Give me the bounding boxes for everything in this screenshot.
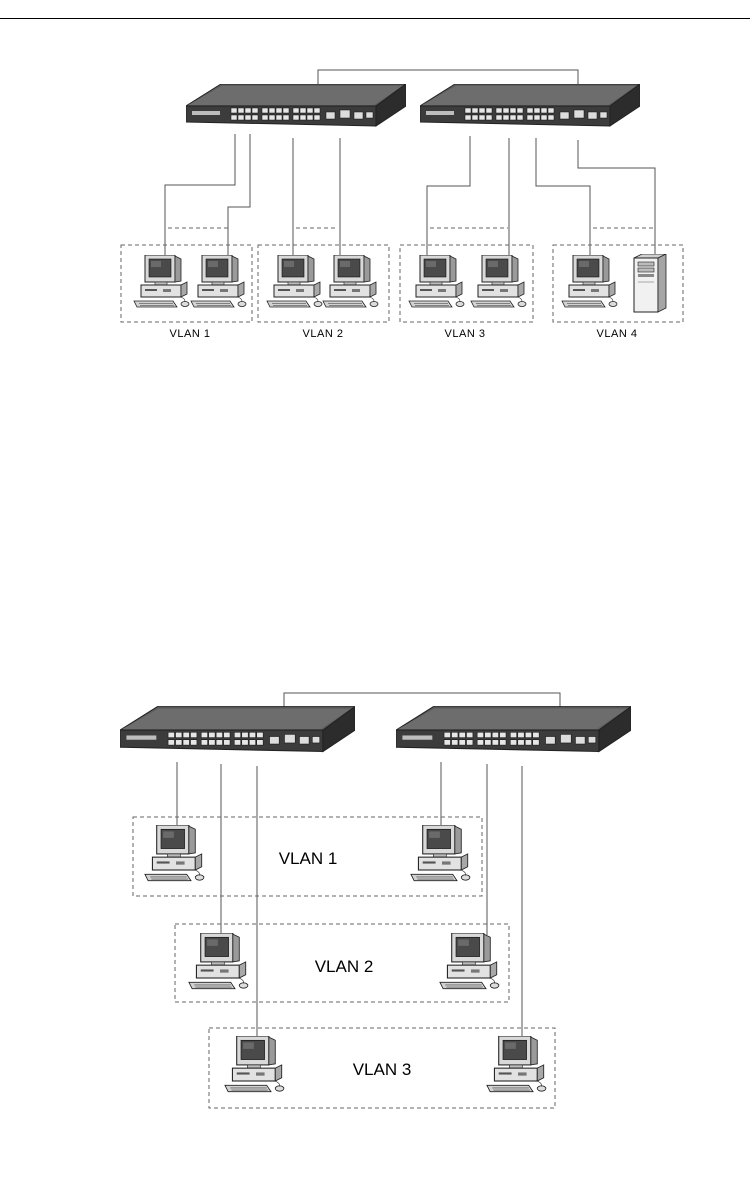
desktop-computer-icon — [323, 255, 378, 307]
vlan-label: VLAN 1 — [279, 849, 338, 868]
desktop-computer-icon — [189, 933, 248, 989]
vlan-label: VLAN 4 — [597, 328, 638, 340]
network-switch-icon — [420, 84, 640, 126]
desktop-computer-icon — [267, 255, 322, 307]
network-switch-icon — [396, 707, 631, 752]
vlan-label: VLAN 3 — [353, 1060, 412, 1079]
desktop-computer-icon — [191, 255, 246, 307]
desktop-computer-icon — [411, 825, 470, 881]
desktop-computer-icon — [225, 1036, 284, 1092]
desktop-computer-icon — [440, 933, 499, 989]
desktop-computer-icon — [409, 255, 464, 307]
desktop-computer-icon — [471, 255, 526, 307]
vlan-diagram-three-groups: VLAN 1 VLAN 2 VLAN 3 — [0, 650, 750, 1130]
tower-server-icon — [634, 254, 666, 312]
desktop-computer-icon — [562, 255, 617, 307]
vlan-label: VLAN 3 — [445, 328, 486, 340]
desktop-computer-icon — [134, 255, 189, 307]
network-switch-icon — [120, 707, 355, 752]
vlan-label: VLAN 1 — [170, 328, 211, 340]
vlan-label: VLAN 2 — [303, 328, 344, 340]
desktop-computer-icon — [145, 825, 204, 881]
vlan-diagram-four-groups: VLAN 1 VLAN 2 VLAN 3 VLAN 4 — [0, 0, 750, 360]
desktop-computer-icon — [487, 1036, 546, 1092]
network-switch-icon — [186, 84, 406, 126]
vlan-label: VLAN 2 — [315, 957, 374, 976]
